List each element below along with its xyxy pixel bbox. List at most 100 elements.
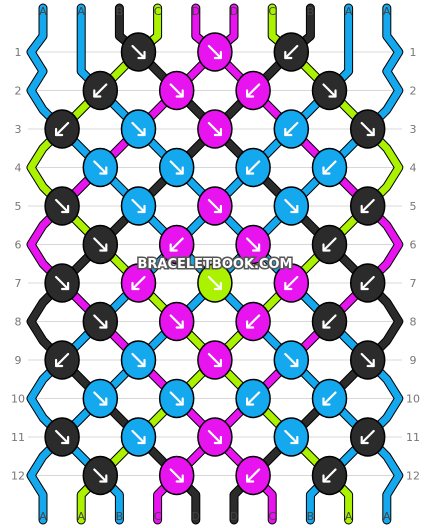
knot-arrow-head xyxy=(284,127,293,137)
watermark-text: BRACELETBOOK.COM xyxy=(138,257,293,272)
knot-arrow xyxy=(93,391,108,406)
knot-arrow-head xyxy=(137,435,146,445)
knot-arrow-head xyxy=(213,204,222,214)
thread-letter-top: B xyxy=(116,5,124,18)
row-label-right: 6 xyxy=(410,239,417,252)
knot-arrow-head xyxy=(175,89,184,98)
knot-arrow xyxy=(207,198,222,214)
thread-letter-bottom: D xyxy=(230,510,238,523)
knot-arrow-head xyxy=(290,204,299,214)
knot-arrow xyxy=(54,352,70,368)
row-label-left: 10 xyxy=(11,393,25,406)
knot-arrow xyxy=(54,121,70,137)
thread-letter-bottom: A xyxy=(77,510,85,523)
knot-arrow-head xyxy=(322,320,331,329)
knot-arrow-head xyxy=(99,243,108,252)
knot-arrow xyxy=(322,160,337,175)
knot-arrow xyxy=(169,160,184,175)
knot-arrow-head xyxy=(252,243,261,252)
knot-arrow-head xyxy=(213,127,222,137)
knot-arrow xyxy=(131,275,146,291)
thread-letter-bottom: B xyxy=(307,510,315,523)
row-label-right: 10 xyxy=(406,393,420,406)
thread-letter-top: A xyxy=(77,5,85,18)
knot-arrow xyxy=(207,44,222,60)
knot-arrow-head xyxy=(60,204,70,214)
knot-arrow xyxy=(360,429,375,445)
thread-letter-bottom: D xyxy=(192,510,200,523)
knot-arrow-head xyxy=(213,50,222,60)
row-label-right: 11 xyxy=(406,431,420,444)
knot-arrow-head xyxy=(213,435,222,445)
row-label-right: 1 xyxy=(410,46,417,59)
thread-letter-bottom: C xyxy=(154,510,162,523)
knot-arrow xyxy=(169,314,184,329)
knot-arrow-head xyxy=(54,127,64,137)
knot-arrow xyxy=(54,198,70,214)
knot-arrow xyxy=(131,429,146,445)
knot-arrow-head xyxy=(175,166,184,175)
knot-arrow-head xyxy=(366,127,375,137)
knot-arrow xyxy=(131,121,146,137)
knot-arrow xyxy=(284,198,299,214)
row-label-left: 12 xyxy=(11,470,25,483)
row-label-left: 7 xyxy=(15,277,22,290)
knot-arrow xyxy=(284,429,299,445)
thread-letter-bottom: A xyxy=(383,510,391,523)
knot-arrow-head xyxy=(99,320,108,329)
knot-arrow-head xyxy=(60,281,70,291)
knot-arrow-head xyxy=(54,358,64,368)
knot-arrow xyxy=(54,275,70,291)
row-label-right: 3 xyxy=(410,123,417,136)
row-label-left: 11 xyxy=(11,431,25,444)
knot-arrow-head xyxy=(137,50,146,60)
thread-letter-bottom: A xyxy=(39,510,47,523)
thread-letter-top: C xyxy=(154,5,162,18)
row-label-right: 7 xyxy=(410,277,417,290)
knot-arrow xyxy=(93,468,108,483)
knot-arrow-head xyxy=(175,474,184,483)
knot-arrow xyxy=(169,83,184,98)
thread-letter-top: A xyxy=(383,5,391,18)
knot-arrow xyxy=(54,429,70,445)
knot-arrow xyxy=(284,352,299,368)
knot-arrow-head xyxy=(131,281,140,291)
knot-arrow xyxy=(322,237,337,252)
row-label-left: 3 xyxy=(15,123,22,136)
knot-arrow xyxy=(93,160,108,175)
row-label-left: 8 xyxy=(15,316,22,329)
row-label-right: 4 xyxy=(410,162,417,175)
knot-arrow-head xyxy=(93,89,102,98)
knot-arrow xyxy=(93,314,108,329)
knot-arrow-head xyxy=(137,127,146,137)
knot-arrow-head xyxy=(175,397,184,406)
knot-arrow-head xyxy=(328,89,337,98)
thread-letter-bottom: B xyxy=(116,510,124,523)
knot-arrow xyxy=(207,121,222,137)
knot-arrow-head xyxy=(60,435,70,445)
knot-arrow xyxy=(169,391,184,406)
knot-arrow xyxy=(284,275,299,291)
row-label-left: 2 xyxy=(15,85,22,98)
knot-arrow-head xyxy=(360,435,369,445)
knot-arrow-head xyxy=(284,281,293,291)
knot-arrow xyxy=(169,468,184,483)
knot-arrow-head xyxy=(99,397,108,406)
knot-arrow-head xyxy=(322,397,331,406)
knot-arrow-head xyxy=(284,50,293,60)
knot-arrow-head xyxy=(290,435,299,445)
knot-arrow xyxy=(246,237,261,252)
knot-arrow-head xyxy=(246,397,255,406)
row-label-left: 6 xyxy=(15,239,22,252)
row-label-left: 9 xyxy=(15,354,22,367)
knot-arrow xyxy=(246,314,261,329)
row-label-right: 2 xyxy=(410,85,417,98)
knot-arrow xyxy=(207,352,222,368)
thread-letter-top: D xyxy=(192,5,200,18)
knot-arrow-head xyxy=(99,166,108,175)
knot-arrow-head xyxy=(169,243,178,252)
knot-arrow xyxy=(322,391,337,406)
